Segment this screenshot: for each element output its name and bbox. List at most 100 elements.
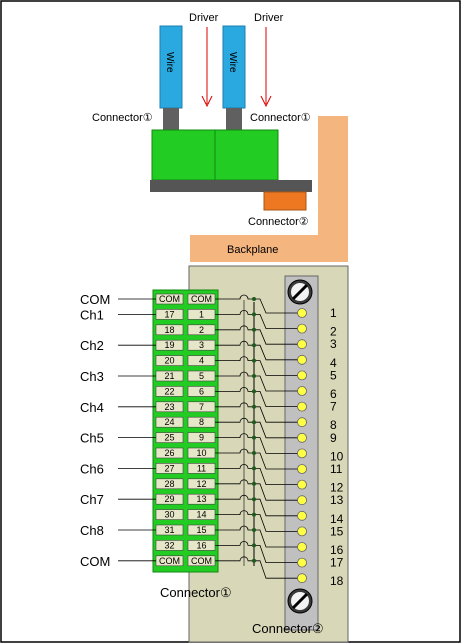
terminal-dot [297, 401, 307, 412]
wire-line [215, 494, 302, 517]
junction-dot [252, 451, 256, 455]
screw-top-icon [287, 279, 313, 305]
pin-label-right: 12 [196, 479, 206, 489]
connector1-label-bottom: Connector① [160, 585, 232, 600]
connector-pin-right [187, 493, 216, 505]
junction-dot [252, 528, 256, 532]
driver-arrowhead-right [260, 95, 272, 108]
pin-label-left: 30 [164, 510, 174, 520]
channel-label: Ch4 [80, 400, 104, 415]
junction-dot [252, 327, 256, 332]
pin-label-left: 27 [164, 463, 174, 473]
wire-line [215, 387, 302, 407]
pin-label-right: 3 [199, 340, 204, 350]
connector-pin-right [187, 324, 216, 336]
wire-line [215, 402, 302, 423]
wire-line [215, 479, 302, 501]
pin-label-left: 17 [164, 309, 174, 319]
connector-pin-right [187, 293, 216, 305]
backplane-label: Backplane [227, 244, 278, 256]
terminal-dot [297, 464, 307, 474]
pin-label-right: 11 [197, 463, 206, 473]
terminal-dot [297, 557, 307, 568]
pin-label-left: COM [159, 294, 180, 304]
terminal-dot [297, 479, 307, 490]
wire-line [215, 325, 302, 345]
pin-label-right: COM [191, 294, 212, 304]
connector-pin-right [187, 386, 216, 397]
terminal-number: 1 [330, 306, 337, 320]
terminal-dot [297, 510, 307, 521]
pin-label-left: 28 [164, 479, 174, 489]
junction-dot [252, 343, 256, 348]
wire-label-right: Wire [227, 52, 238, 73]
terminal-dot [297, 573, 307, 584]
pin-label-right: 7 [199, 402, 204, 412]
pin-label-right: 14 [196, 510, 206, 520]
wire-label-left: Wire [164, 52, 175, 73]
terminal-number: 17 [330, 556, 344, 570]
channel-label: Ch6 [80, 461, 104, 476]
terminal-dot [297, 354, 307, 365]
connector-pin-right [187, 416, 216, 428]
connector-pin-left [155, 386, 184, 397]
connector2-label-top: Connector② [248, 216, 309, 228]
connector-pin-left [155, 355, 184, 366]
pin-label-left: 20 [164, 356, 174, 366]
connector-pin-right [187, 540, 216, 551]
channel-label: COM [80, 554, 110, 569]
channel-label: Ch3 [80, 369, 104, 384]
junction-dot [252, 420, 256, 425]
terminal-dot [297, 542, 307, 552]
wire-line [215, 294, 302, 314]
terminal-dot [297, 526, 307, 537]
terminal-number: 15 [330, 524, 344, 538]
base-bar [150, 180, 312, 192]
channel-label: Ch7 [80, 492, 104, 507]
wire-line [215, 433, 302, 454]
pin-label-right: 13 [196, 494, 206, 504]
terminal-number: 4 [330, 356, 337, 370]
terminal-number: 9 [330, 431, 337, 445]
terminal-number: 7 [330, 400, 337, 414]
pin-label-right: 4 [199, 356, 204, 366]
pin-label-left: 22 [164, 386, 174, 396]
junction-dot [252, 435, 256, 440]
connector-pin-left [155, 416, 184, 428]
connector-pin-right [187, 555, 216, 567]
plug-left [163, 108, 179, 130]
connector-pin-right [187, 524, 216, 536]
pin-label-left: 32 [164, 540, 174, 550]
channel-label: Ch8 [80, 523, 104, 538]
terminal-dot [297, 432, 307, 443]
terminal-dot [297, 308, 307, 318]
wire-line [215, 356, 302, 376]
wire-line [215, 310, 302, 329]
pin-label-left: 23 [164, 402, 174, 412]
pin-label-right: 6 [199, 386, 204, 396]
wire-line [215, 510, 302, 532]
connector-pin-left [155, 478, 184, 490]
wiring-lines [215, 294, 302, 579]
pin-label-left: 26 [164, 448, 174, 458]
terminal-number: 12 [330, 481, 344, 495]
pin-label-left: 31 [164, 525, 174, 535]
pin-label-right: 15 [196, 525, 206, 535]
terminal-number: 5 [330, 368, 337, 382]
backplane [190, 116, 348, 262]
terminal-dot [297, 448, 307, 459]
channel-label: Ch2 [80, 338, 104, 353]
connector-pin-left [155, 540, 184, 551]
connector-pin-right [187, 463, 216, 474]
connector-pin-left [155, 447, 184, 459]
pin-label-right: 5 [199, 371, 204, 381]
wire-line [215, 525, 302, 548]
terminal-dot [297, 417, 307, 428]
terminal-dot [297, 386, 307, 396]
pin-label-left: 18 [164, 325, 174, 335]
terminal-number: 2 [330, 325, 337, 339]
